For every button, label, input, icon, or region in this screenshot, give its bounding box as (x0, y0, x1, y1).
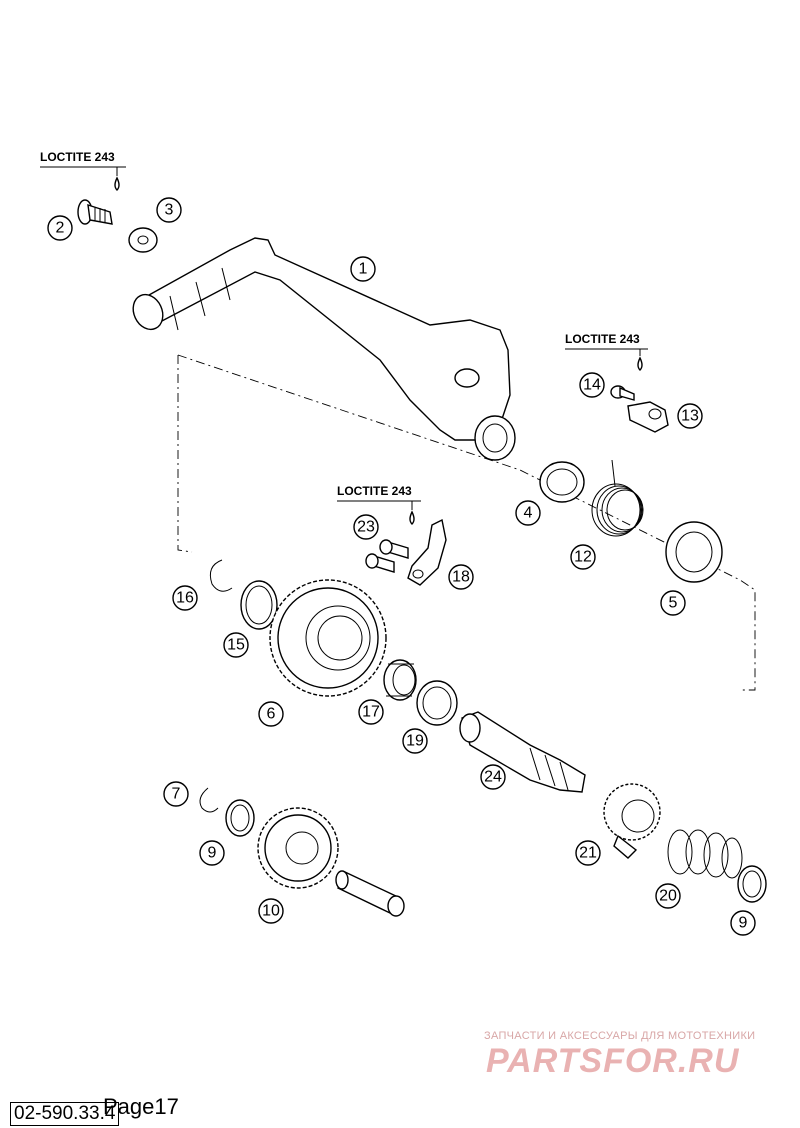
svg-text:7: 7 (172, 786, 181, 803)
circlip-7 (199, 787, 219, 813)
kick-lever (132, 237, 516, 461)
svg-text:2: 2 (56, 220, 65, 237)
callout: 19 (402, 728, 428, 754)
shim-9 (225, 799, 255, 837)
callout: 21 (575, 840, 601, 866)
loctite-drop-icon (637, 356, 643, 371)
callout: 15 (223, 632, 249, 658)
svg-text:19: 19 (406, 733, 424, 750)
svg-text:6: 6 (267, 706, 276, 723)
ratchet-21 (603, 783, 661, 859)
svg-text:21: 21 (579, 845, 597, 862)
document-code: 02-590.33.4 (10, 1102, 120, 1126)
washer-3 (128, 227, 158, 253)
kick-shaft-24 (459, 711, 586, 793)
pawl-18 (407, 518, 447, 586)
idler-gear-10 (257, 807, 339, 889)
callout: 9 (730, 910, 756, 936)
callout: 13 (677, 403, 703, 429)
loctite-label: LOCTITE 243 (565, 332, 648, 356)
loctite-drop-icon (409, 510, 415, 525)
callout: 14 (579, 372, 605, 398)
callout: 12 (570, 544, 596, 570)
callout: 18 (448, 564, 474, 590)
svg-text:20: 20 (659, 888, 677, 905)
callout: 24 (480, 764, 506, 790)
shim-19 (416, 680, 458, 726)
circlip-16 (209, 559, 233, 592)
svg-text:24: 24 (484, 769, 502, 786)
svg-text:14: 14 (583, 377, 601, 394)
svg-text:9: 9 (739, 915, 748, 932)
callout: 20 (655, 883, 681, 909)
svg-text:15: 15 (227, 637, 245, 654)
coil-spring-20 (667, 829, 743, 879)
loctite-label: LOCTITE 243 (337, 484, 421, 510)
shim-15 (240, 580, 278, 630)
screw-14 (610, 385, 635, 401)
washer-4 (539, 461, 585, 503)
callout: 10 (258, 898, 284, 924)
assembly-guide-line (177, 354, 756, 691)
svg-text:1: 1 (359, 261, 368, 278)
screws-23 (365, 539, 409, 573)
loctite-label: LOCTITE 243 (40, 150, 126, 176)
callout: 6 (258, 701, 284, 727)
thrust-washer-5 (665, 521, 723, 583)
callout: 7 (163, 781, 189, 807)
kick-gear-6 (269, 579, 387, 697)
needle-bearing-17 (383, 659, 417, 701)
svg-text:4: 4 (524, 505, 533, 522)
svg-text:LOCTITE 243: LOCTITE 243 (40, 150, 115, 164)
watermark-tagline: ЗАПЧАСТИ И АКСЕССУАРЫ ДЛЯ МОТОТЕХНИКИ (484, 1030, 756, 1042)
svg-text:9: 9 (208, 845, 217, 862)
svg-text:5: 5 (669, 595, 678, 612)
page-label: Page17 (103, 1094, 179, 1119)
shim-9 (737, 865, 767, 903)
callout: 1 (350, 256, 376, 282)
callout: 16 (172, 585, 198, 611)
svg-text:12: 12 (574, 549, 592, 566)
svg-text:17: 17 (362, 704, 380, 721)
pin (335, 870, 405, 917)
svg-text:16: 16 (176, 590, 194, 607)
svg-text:LOCTITE 243: LOCTITE 243 (565, 332, 640, 346)
svg-text:3: 3 (165, 202, 174, 219)
svg-text:10: 10 (262, 903, 280, 920)
watermark-logo: PARTSFOR.RU (486, 1042, 740, 1080)
bracket-13 (627, 401, 669, 433)
callout: 3 (156, 197, 182, 223)
torsion-spring-12 (591, 459, 644, 537)
svg-text:18: 18 (452, 569, 470, 586)
screw-2 (77, 199, 113, 225)
svg-text:LOCTITE 243: LOCTITE 243 (337, 484, 412, 498)
callout: 2 (47, 215, 73, 241)
callout: 9 (199, 840, 225, 866)
assembly-guide-line (177, 355, 193, 553)
callout: 23 (353, 514, 379, 540)
callout: 5 (660, 590, 686, 616)
loctite-drop-icon (114, 176, 120, 191)
callout: 4 (515, 500, 541, 526)
callout: 17 (358, 699, 384, 725)
svg-text:13: 13 (681, 408, 699, 425)
svg-text:23: 23 (357, 519, 375, 536)
